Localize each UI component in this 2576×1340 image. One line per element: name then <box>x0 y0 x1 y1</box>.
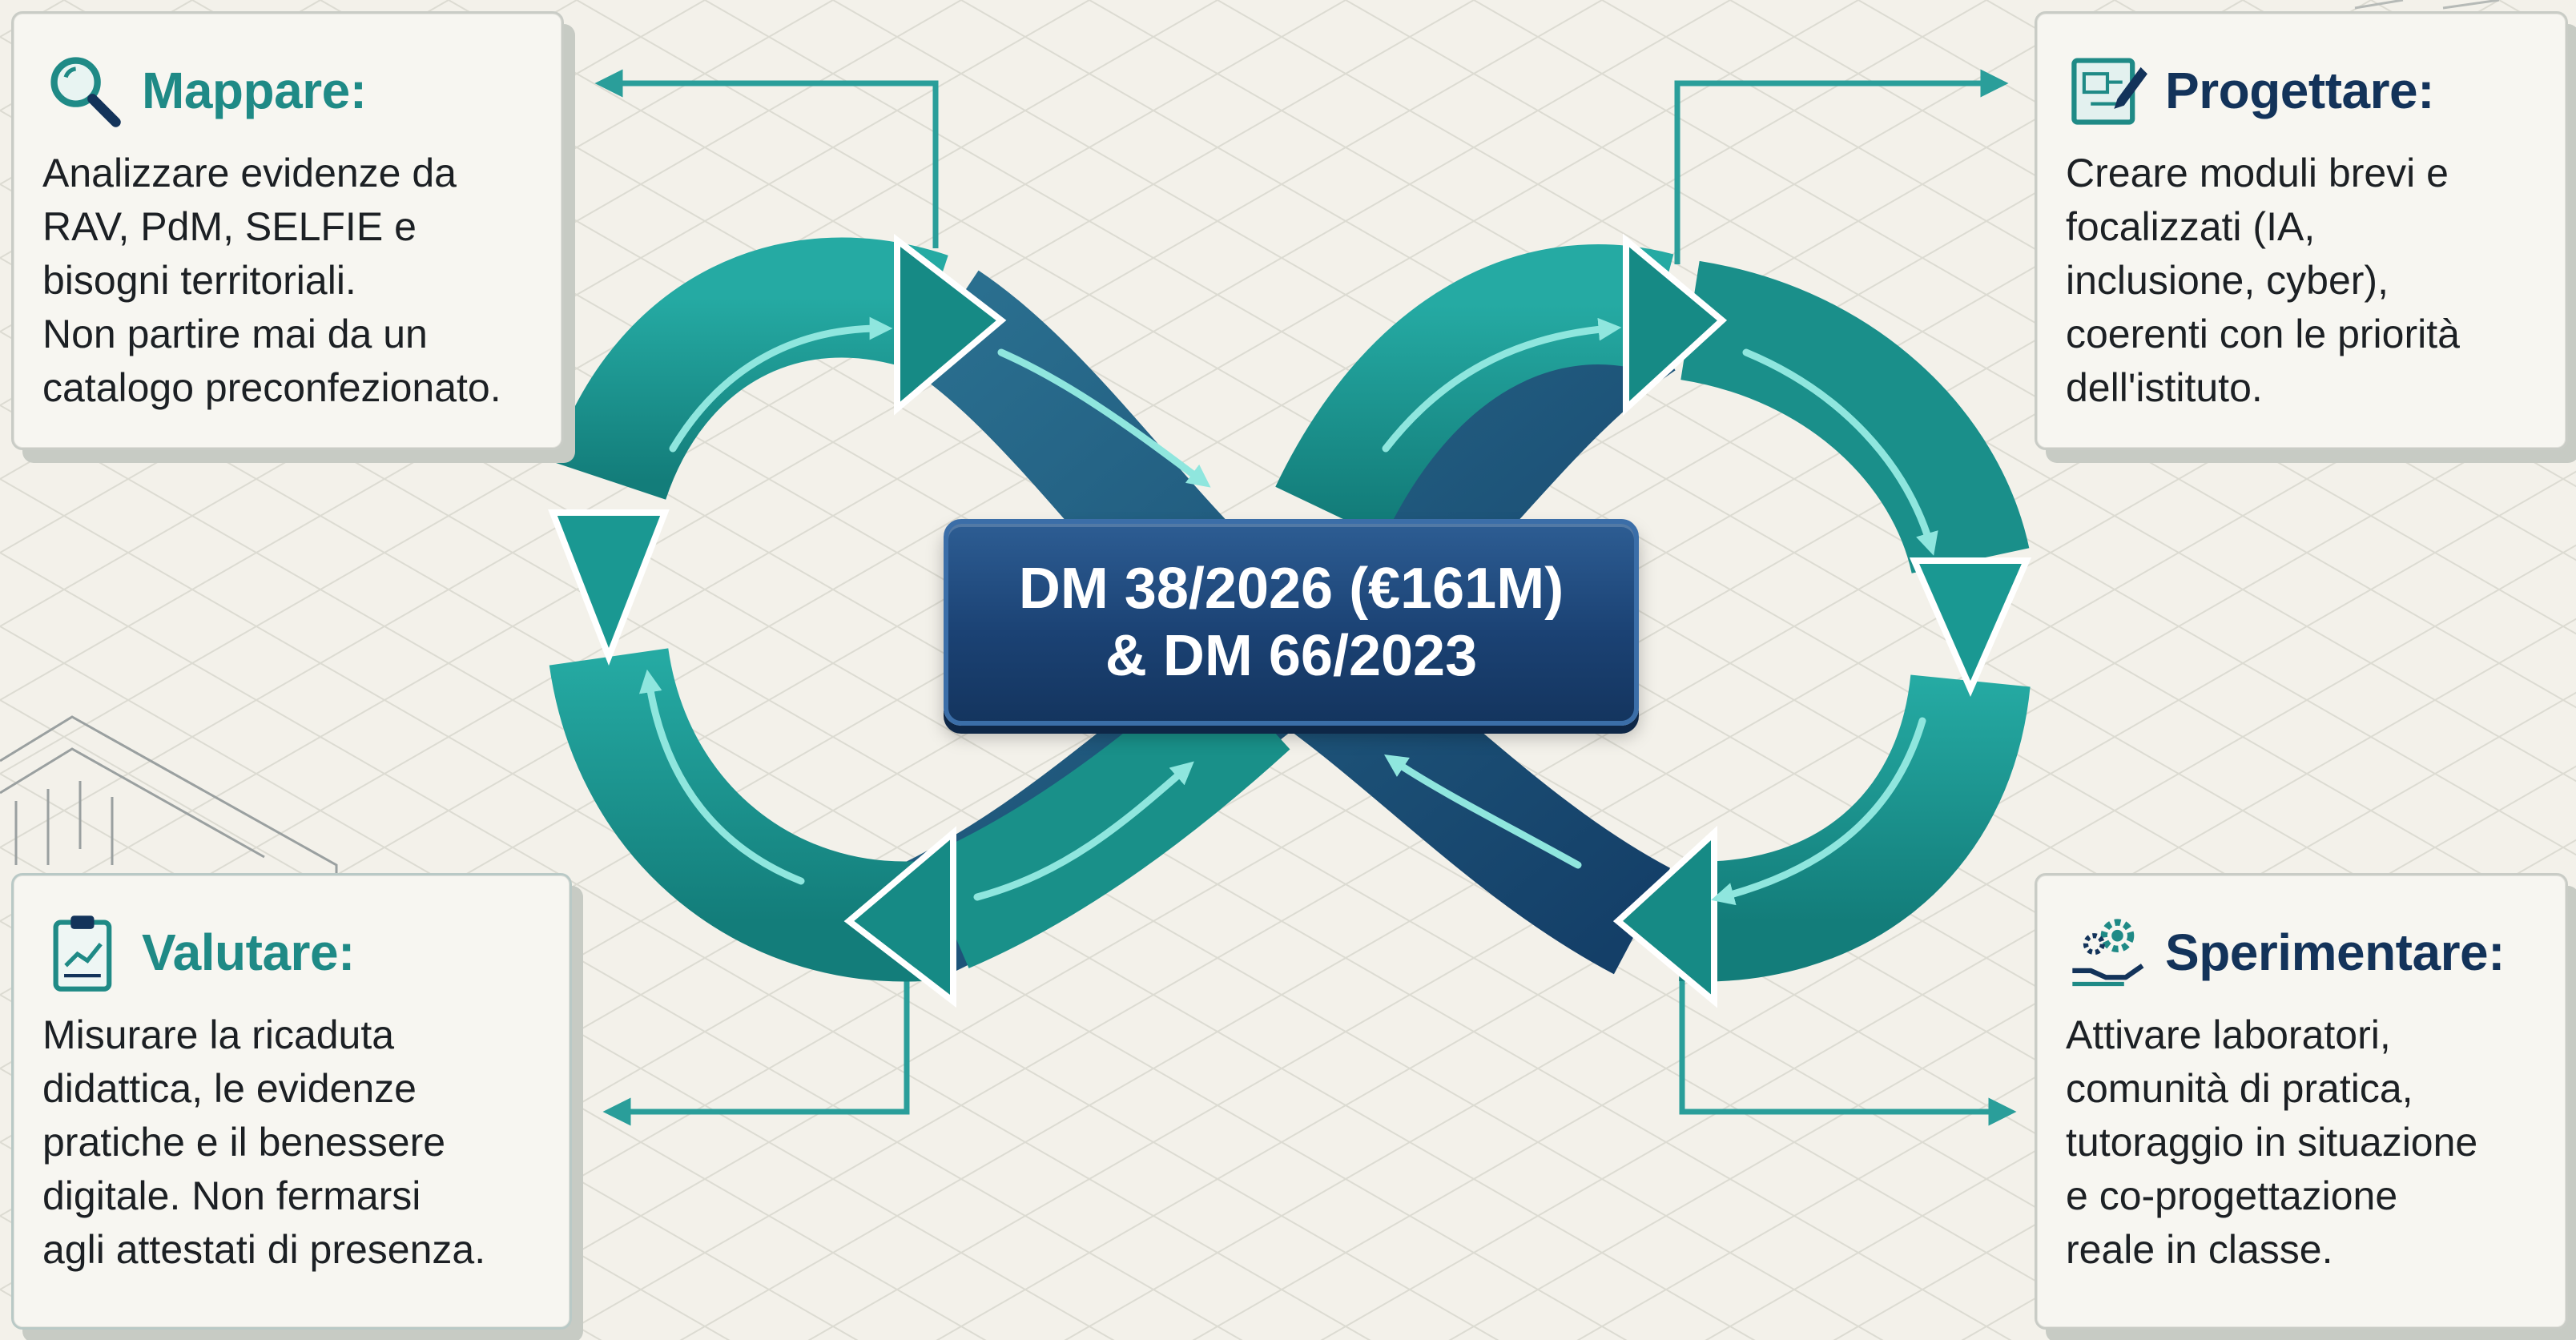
card-mappare: Mappare: Analizzare evidenze da RAV, PdM… <box>11 11 564 450</box>
guide-arrow-7 <box>973 761 1194 901</box>
guide-arrow-3 <box>1382 317 1622 453</box>
magnifier-icon <box>50 57 121 127</box>
loop-segment-bottom-right <box>1679 674 2031 982</box>
card-title-sperimentare: Sperimentare: <box>2165 924 2505 981</box>
guide-arrow-5 <box>1711 717 1926 906</box>
card-body-sperimentare: Attivare laboratori, comunità di pratica… <box>2066 1012 2478 1272</box>
connector-mappare <box>594 69 939 248</box>
arrowhead-top-right <box>1623 233 1728 416</box>
guide-arrow-2 <box>997 348 1211 488</box>
loop-segment-bottom-left <box>549 646 924 982</box>
card-body-progettare: Creare moduli brevi e focalizzati (IA, i… <box>2066 151 2460 410</box>
loop-segment-top-left <box>551 237 948 501</box>
card-title-progettare: Progettare: <box>2165 62 2434 119</box>
center-decree-box: DM 38/2026 (€161M) & DM 66/2023 <box>944 519 1639 726</box>
card-title-mappare: Mappare: <box>142 62 367 119</box>
connector-progettare <box>1674 69 2009 264</box>
card-body-mappare: Analizzare evidenze da RAV, PdM, SELFIE … <box>42 151 501 410</box>
center-line-1: DM 38/2026 (€161M) <box>1018 557 1564 621</box>
card-valutare: Valutare: Misurare la ricaduta didattica… <box>11 873 572 1330</box>
center-line-2: & DM 66/2023 <box>1105 624 1478 688</box>
arrowhead-top-left <box>894 233 1007 416</box>
guide-arrow-4 <box>1742 348 1938 556</box>
guide-arrow-1 <box>669 316 893 453</box>
card-progettare: Progettare: Creare moduli brevi e focali… <box>2035 11 2568 450</box>
arrowhead-bottom-left <box>843 826 956 1008</box>
loop-segment-top-right <box>1275 244 1674 539</box>
blueprint-pencil-icon <box>2071 58 2147 125</box>
card-body-valutare: Misurare la ricaduta didattica, le evide… <box>42 1012 486 1272</box>
arrowhead-right <box>1909 557 2032 697</box>
guide-arrow-6 <box>1384 755 1582 869</box>
arrowhead-left <box>548 509 670 666</box>
arrowhead-bottom-right <box>1612 825 1717 1008</box>
card-title-valutare: Valutare: <box>142 924 355 981</box>
building-sketch-right <box>2354 0 2500 10</box>
card-sperimentare: Sperimentare: Attivare laboratori, comun… <box>2035 873 2568 1330</box>
clipboard-chart-icon <box>53 915 112 992</box>
loop-segment-right-upper <box>1680 260 2030 575</box>
connector-valutare <box>602 969 910 1126</box>
guide-arrow-8 <box>638 669 805 885</box>
gears-hand-icon <box>2072 919 2144 987</box>
connector-sperimentare <box>1679 969 2017 1126</box>
